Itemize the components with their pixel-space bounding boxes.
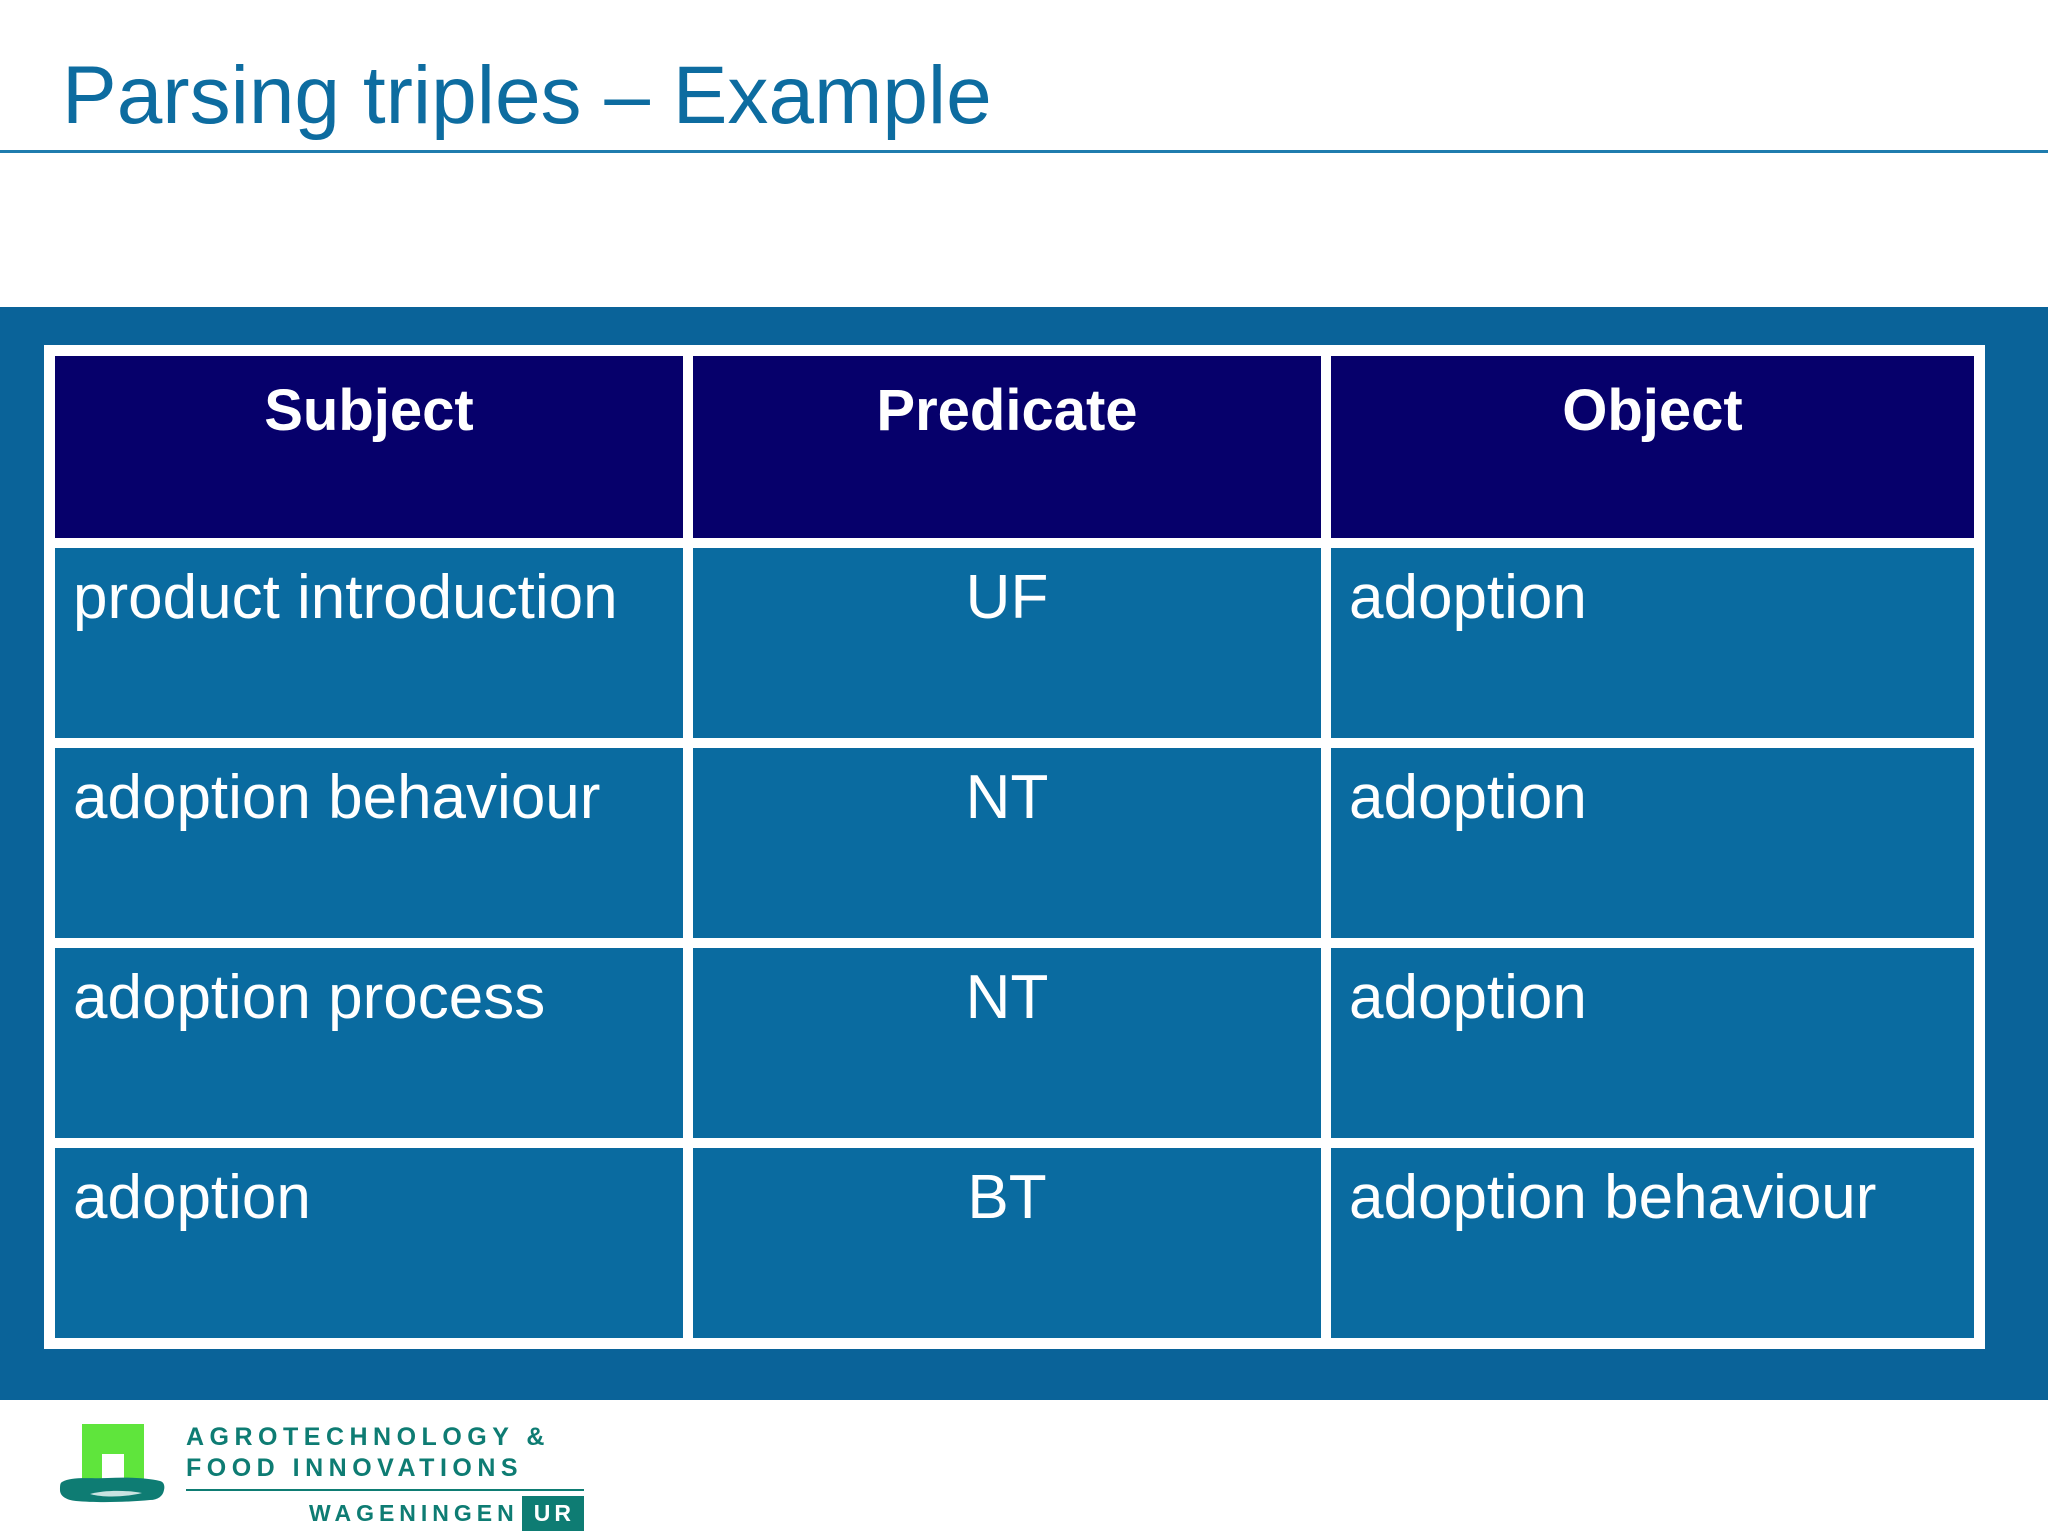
- logo-text-block: AGROTECHNOLOGY & FOOD INNOVATIONS WAGENI…: [186, 1422, 606, 1531]
- table-row: adoption behaviour NT adoption: [50, 743, 1979, 943]
- footer-logo: AGROTECHNOLOGY & FOOD INNOVATIONS WAGENI…: [38, 1420, 638, 1536]
- logo-wageningen-text: WAGENINGEN: [309, 1500, 519, 1526]
- cell-object: adoption: [1326, 743, 1979, 943]
- wageningen-gate-icon: [38, 1420, 168, 1530]
- cell-predicate: UF: [688, 543, 1326, 743]
- table-row: product introduction UF adoption: [50, 543, 1979, 743]
- logo-ur-badge: UR: [521, 1496, 584, 1531]
- cell-subject: adoption: [50, 1143, 688, 1343]
- table-row: adoption process NT adoption: [50, 943, 1979, 1143]
- cell-predicate: NT: [688, 943, 1326, 1143]
- page-title: Parsing triples – Example: [62, 50, 992, 141]
- title-divider-rule: [0, 150, 2048, 153]
- column-header-predicate[interactable]: Predicate: [688, 351, 1326, 543]
- logo-divider: [186, 1489, 584, 1491]
- logo-wageningen-row: WAGENINGEN UR: [186, 1496, 584, 1531]
- slide-title-area: Parsing triples – Example: [0, 0, 2048, 200]
- cell-subject: adoption process: [50, 943, 688, 1143]
- logo-line-agrotechnology: AGROTECHNOLOGY &: [186, 1423, 550, 1451]
- triples-table: Subject Predicate Object product introdu…: [44, 345, 1985, 1349]
- table-header-row: Subject Predicate Object: [50, 351, 1979, 543]
- cell-object: adoption: [1326, 543, 1979, 743]
- table-header: Subject Predicate Object: [50, 351, 1979, 543]
- cell-subject: adoption behaviour: [50, 743, 688, 943]
- column-header-object[interactable]: Object: [1326, 351, 1979, 543]
- column-header-subject[interactable]: Subject: [50, 351, 688, 543]
- table-body: product introduction UF adoption adoptio…: [50, 543, 1979, 1343]
- cell-subject: product introduction: [50, 543, 688, 743]
- cell-predicate: NT: [688, 743, 1326, 943]
- cell-object: adoption: [1326, 943, 1979, 1143]
- cell-object: adoption behaviour: [1326, 1143, 1979, 1343]
- content-panel: Subject Predicate Object product introdu…: [0, 307, 2048, 1400]
- cell-predicate: BT: [688, 1143, 1326, 1343]
- logo-line-food-innovations: FOOD INNOVATIONS: [186, 1454, 524, 1482]
- table-row: adoption BT adoption behaviour: [50, 1143, 1979, 1343]
